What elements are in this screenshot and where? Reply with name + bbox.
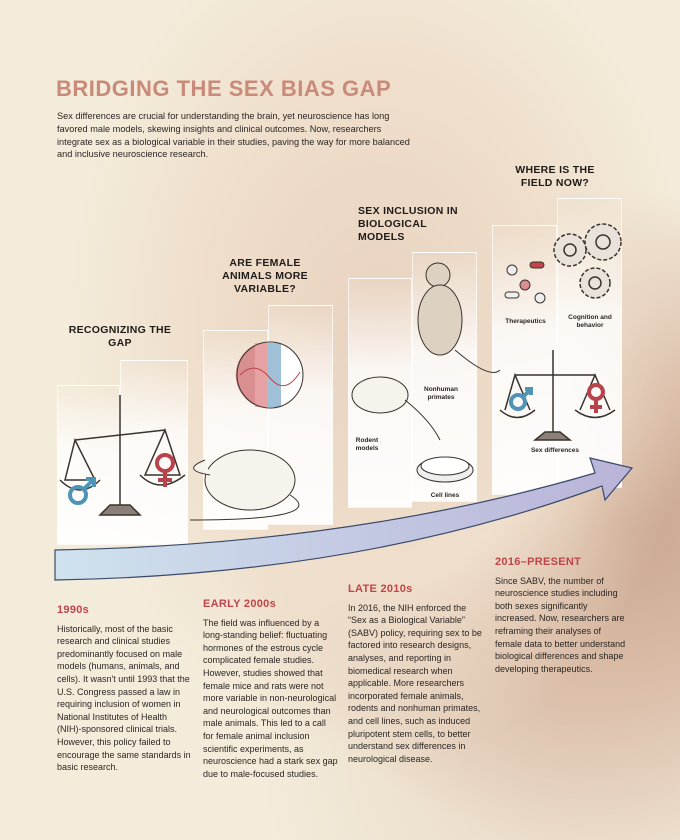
era-late-2010s: LATE 2010s In 2016, the NIH enforced the…	[348, 583, 483, 765]
male-symbol-icon	[68, 477, 96, 505]
era-title: 2016–PRESENT	[495, 556, 582, 568]
nonhuman-primates-label: Nonhuman primates	[424, 386, 458, 401]
pills-icon	[504, 261, 546, 304]
primate-icon	[417, 262, 501, 373]
stage1-bar-left	[57, 385, 120, 545]
mouse-icon	[189, 449, 300, 521]
therapeutics-label: Therapeutics	[505, 318, 546, 325]
female-symbol-icon-2	[587, 383, 605, 413]
era-early-2000s: EARLY 2000s The field was influenced by …	[203, 598, 338, 780]
gears-icon	[553, 223, 622, 299]
stage4-heading: WHERE IS THE FIELD NOW?	[515, 164, 595, 189]
page-title: BRIDGING THE SEX BIAS GAP	[56, 76, 392, 101]
scale-icon-1	[59, 395, 186, 516]
rat-icon	[351, 376, 441, 441]
rodent-models-label: Rodent models	[355, 437, 379, 452]
era-1990s: 1990s Historically, most of the basic re…	[57, 604, 192, 774]
cognition-behavior-label: Cognition and behavior	[568, 314, 612, 329]
era-title: LATE 2010s	[348, 583, 413, 595]
illustrations	[54, 223, 634, 581]
cell-lines-label: Cell lines	[430, 492, 460, 499]
scale-icon-2	[499, 350, 616, 441]
era-text: Since SABV, the number of neuroscience s…	[495, 575, 626, 674]
era-text: Historically, most of the basic research…	[57, 623, 191, 773]
timeline-arrow	[54, 457, 634, 581]
era-title: 1990s	[57, 604, 90, 616]
era-text: In 2016, the NIH enforced the “Sex as a …	[348, 602, 482, 764]
intro-text: Sex differences are crucial for understa…	[57, 111, 410, 160]
petri-dish-icon	[416, 456, 474, 483]
stage4-bar-left	[492, 225, 557, 495]
stage3-heading: SEX INCLUSION IN BIOLOGICAL MODELS	[358, 205, 458, 243]
era-2016-present: 2016–PRESENT Since SABV, the number of n…	[495, 556, 630, 675]
variability-circle-icon	[235, 341, 304, 409]
female-symbol-icon	[155, 453, 175, 487]
era-title: EARLY 2000s	[203, 598, 277, 610]
male-symbol-icon-2	[509, 387, 533, 411]
stage1-heading: RECOGNIZING THE GAP	[68, 324, 172, 349]
stage2-heading: ARE FEMALE ANIMALS MORE VARIABLE?	[222, 257, 308, 295]
sex-differences-label: Sex differences	[530, 447, 580, 454]
era-text: The field was influenced by a long-stand…	[203, 617, 338, 779]
